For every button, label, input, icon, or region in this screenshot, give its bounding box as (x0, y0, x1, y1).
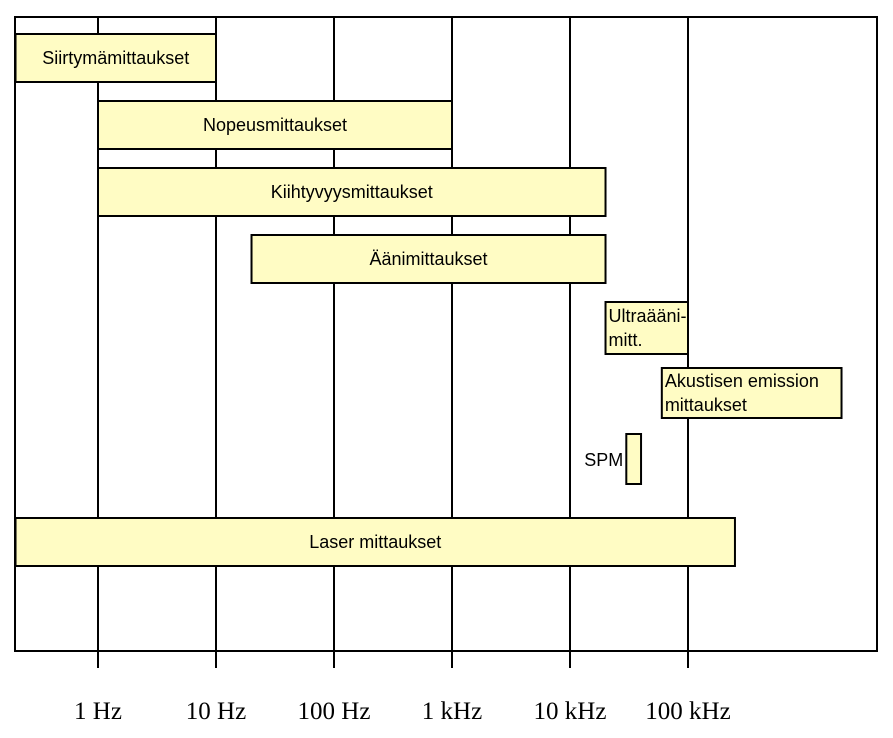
tick-label: 1 Hz (74, 698, 122, 725)
bar-kiihtyvyys-label: Kiihtyvyysmittaukset (271, 182, 433, 202)
bars-layer: SiirtymämittauksetNopeusmittauksetKiihty… (14, 33, 843, 567)
bar-siirtyma-rect (14, 33, 217, 83)
bar-kiihtyvyys: Kiihtyvyysmittaukset (97, 167, 607, 217)
bar-spm-rect (625, 433, 643, 485)
bar-akustinen: Akustisen emission mittaukset (660, 367, 843, 419)
tick-label: 100 kHz (645, 698, 730, 725)
bar-kiihtyvyys-rect (97, 167, 607, 217)
bar-ultraaani-rect (604, 301, 690, 355)
bar-spm: SPM (584, 433, 643, 485)
bar-nopeus-rect (97, 100, 453, 150)
bar-aani-rect (250, 234, 607, 284)
bar-ultraaani-label: Ultraääni- (609, 306, 687, 326)
tick-label: 10 kHz (534, 698, 607, 725)
bar-laser-rect (14, 517, 736, 567)
bar-spm-label: SPM (584, 450, 623, 470)
bar-ultraaani: Ultraääni-mitt. (604, 301, 690, 355)
bar-laser-label: Laser mittaukset (309, 532, 441, 552)
bar-nopeus-label: Nopeusmittaukset (203, 115, 347, 135)
bar-akustinen-label: Akustisen emission (665, 371, 819, 391)
bar-aani-label: Äänimittaukset (369, 249, 487, 269)
bar-aani: Äänimittaukset (250, 234, 607, 284)
bar-laser: Laser mittaukset (14, 517, 736, 567)
bar-akustinen-rect (660, 367, 843, 419)
bar-nopeus: Nopeusmittaukset (97, 100, 453, 150)
ticks-layer: 1 Hz 10 Hz 100 Hz 1 kHz 10 kHz 100 kHz (74, 651, 731, 725)
bar-siirtyma: Siirtymämittaukset (14, 33, 217, 83)
bar-akustinen-label: mittaukset (665, 395, 747, 415)
tick-label: 100 Hz (298, 698, 371, 725)
tick-label: 10 Hz (186, 698, 246, 725)
tick-label: 1 kHz (422, 698, 482, 725)
bar-siirtyma-label: Siirtymämittaukset (42, 48, 189, 68)
bar-ultraaani-label: mitt. (609, 330, 643, 350)
chart-frame (14, 16, 878, 652)
